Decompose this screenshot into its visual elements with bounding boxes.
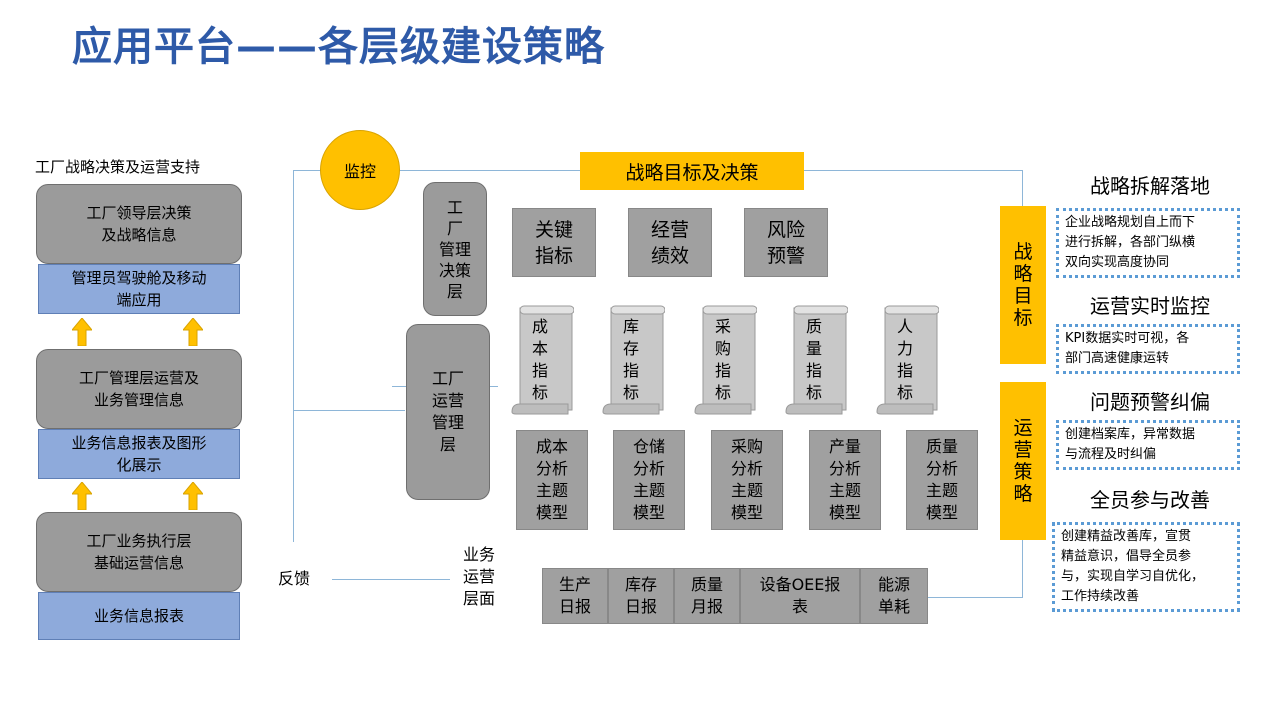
- right-heading: 战略拆解落地: [1090, 174, 1210, 198]
- note-box: 创建精益改善库，宣贯 精益意识，倡导全员参 与，实现自学习自优化， 工作持续改善: [1052, 522, 1240, 612]
- connector-line: [1022, 170, 1023, 206]
- scroll-label: 采 购 指 标: [714, 317, 731, 402]
- model-box: 质量 分析 主题 模型: [906, 430, 978, 530]
- report-graphics-bar: 业务信息报表及图形 化展示: [38, 429, 240, 479]
- operation-strategy-bar: 运 营 策 略: [1000, 382, 1046, 540]
- management-layer-box: 工厂管理层运营及 业务管理信息: [36, 349, 242, 429]
- connector-line: [804, 170, 1022, 171]
- scroll-quality-index: 质 量 指 标: [784, 304, 849, 416]
- strategy-goal-bar: 战 略 目 标: [1000, 206, 1046, 364]
- up-arrow-icon: [72, 318, 92, 346]
- operation-layer-box: 工厂 运营 管理 层: [406, 324, 490, 500]
- scroll-cost-index: 成 本 指 标: [510, 304, 575, 416]
- right-heading: 问题预警纠偏: [1090, 390, 1210, 414]
- connector-line: [400, 170, 580, 171]
- feedback-arrow-line: [332, 579, 450, 580]
- dashboard-bar: 管理员驾驶舱及移动 端应用: [38, 264, 240, 314]
- strategy-header: 战略目标及决策: [580, 152, 804, 190]
- monitor-circle: 监控: [320, 130, 400, 210]
- scroll-label: 库 存 指 标: [622, 317, 639, 402]
- connector-line: [293, 410, 405, 411]
- scroll-shape: [785, 305, 849, 415]
- right-heading: 全员参与改善: [1090, 488, 1210, 512]
- note-box: 创建档案库，异常数据 与流程及时纠偏: [1056, 420, 1240, 470]
- up-arrow-icon: [183, 318, 203, 346]
- leadership-layer-box: 工厂领导层决策 及战略信息: [36, 184, 242, 264]
- execution-layer-box: 工厂业务执行层 基础运营信息: [36, 512, 242, 592]
- scroll-label: 质 量 指 标: [805, 317, 822, 402]
- model-box: 仓储 分析 主题 模型: [613, 430, 685, 530]
- scroll-shape: [694, 305, 758, 415]
- scroll-inventory-index: 库 存 指 标: [601, 304, 666, 416]
- note-box: KPI数据实时可视，各 部门高速健康运转: [1056, 324, 1240, 374]
- scroll-shape: [511, 305, 575, 415]
- connector-line: [293, 170, 321, 171]
- scroll-purchase-index: 采 购 指 标: [693, 304, 758, 416]
- report-box: 生产 日报: [542, 568, 608, 624]
- report-box: 库存 日报: [608, 568, 674, 624]
- up-arrow-icon: [72, 482, 92, 510]
- feedback-label: 反馈: [277, 569, 310, 588]
- feedback-loop-line: [293, 170, 294, 542]
- note-box: 企业战略规划自上而下 进行拆解，各部门纵横 双向实现高度协同: [1056, 208, 1240, 278]
- business-report-bar: 业务信息报表: [38, 592, 240, 640]
- left-heading: 工厂战略决策及运营支持: [35, 158, 201, 176]
- business-layer-label: 业务 运营 层面: [462, 545, 495, 608]
- risk-warning-box: 风险 预警: [744, 208, 828, 277]
- report-box: 能源 单耗: [860, 568, 928, 624]
- report-box: 质量 月报: [674, 568, 740, 624]
- scroll-shape: [602, 305, 666, 415]
- model-box: 采购 分析 主题 模型: [711, 430, 783, 530]
- model-box: 产量 分析 主题 模型: [809, 430, 881, 530]
- kpi-box: 关键 指标: [512, 208, 596, 277]
- right-heading: 运营实时监控: [1090, 294, 1210, 318]
- up-arrow-icon: [183, 482, 203, 510]
- connector-line: [928, 597, 1023, 598]
- performance-box: 经营 绩效: [628, 208, 712, 277]
- report-box: 设备OEE报 表: [740, 568, 860, 624]
- page-title: 应用平台——各层级建设策略: [72, 24, 605, 70]
- decision-layer-box: 工 厂 管理 决策 层: [423, 182, 487, 316]
- scroll-label: 成 本 指 标: [531, 317, 548, 402]
- connector-line: [1022, 540, 1023, 598]
- scroll-hr-index: 人 力 指 标: [875, 304, 940, 416]
- model-box: 成本 分析 主题 模型: [516, 430, 588, 530]
- scroll-label: 人 力 指 标: [896, 317, 913, 402]
